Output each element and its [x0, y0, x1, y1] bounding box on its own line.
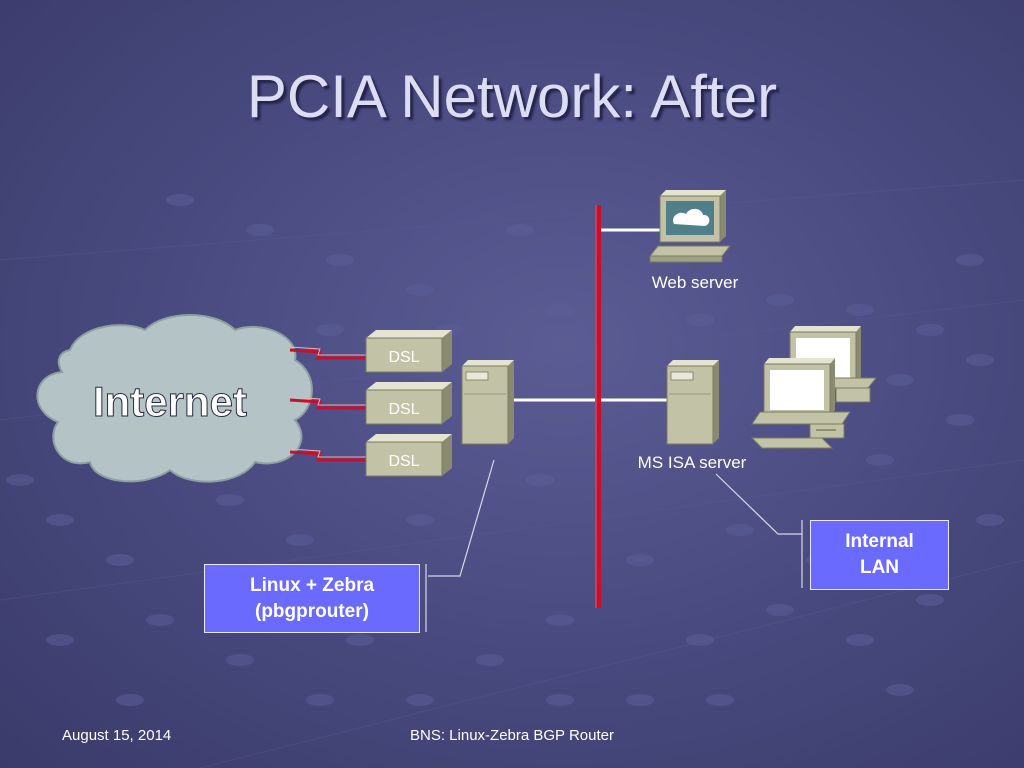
dsl-label-2: DSL [388, 401, 419, 418]
lan-callout-line-2: LAN [859, 557, 900, 578]
web-server-label: Web server [652, 273, 739, 292]
dsl-label-1: DSL [388, 349, 419, 366]
router-callout-line-1: Linux + Zebra [249, 574, 375, 596]
ms-isa-server-label: MS ISA server [638, 453, 747, 472]
router-callout-leader [428, 459, 495, 577]
dsl-modem-3: DSL [365, 434, 452, 477]
dsl-label-3: DSL [388, 453, 419, 470]
web-server-icon [648, 190, 732, 263]
dsl-modem-1: DSL [365, 330, 452, 373]
ms-isa-server-icon [666, 360, 719, 445]
footer-date: August 15, 2014 [62, 727, 172, 744]
lan-callout: Internal LAN [810, 520, 949, 590]
slide-title: PCIA Network: After [246, 63, 778, 130]
footer-title: BNS: Linux-Zebra BGP Router [410, 727, 614, 744]
router-callout: Linux + Zebra (pbgprouter) [204, 564, 420, 633]
lan-workstation-front-icon [750, 358, 851, 449]
lan-callout-leader [715, 473, 802, 535]
internet-label: Internet [93, 378, 247, 425]
router-callout-line-2: (pbgprouter) [255, 600, 369, 622]
internet-cloud: Internet [36, 314, 313, 483]
linux-router-server-icon [461, 360, 514, 445]
network-backbone [595, 205, 601, 608]
dsl-modem-2: DSL [365, 382, 452, 425]
lan-callout-line-1: Internal [845, 531, 914, 552]
